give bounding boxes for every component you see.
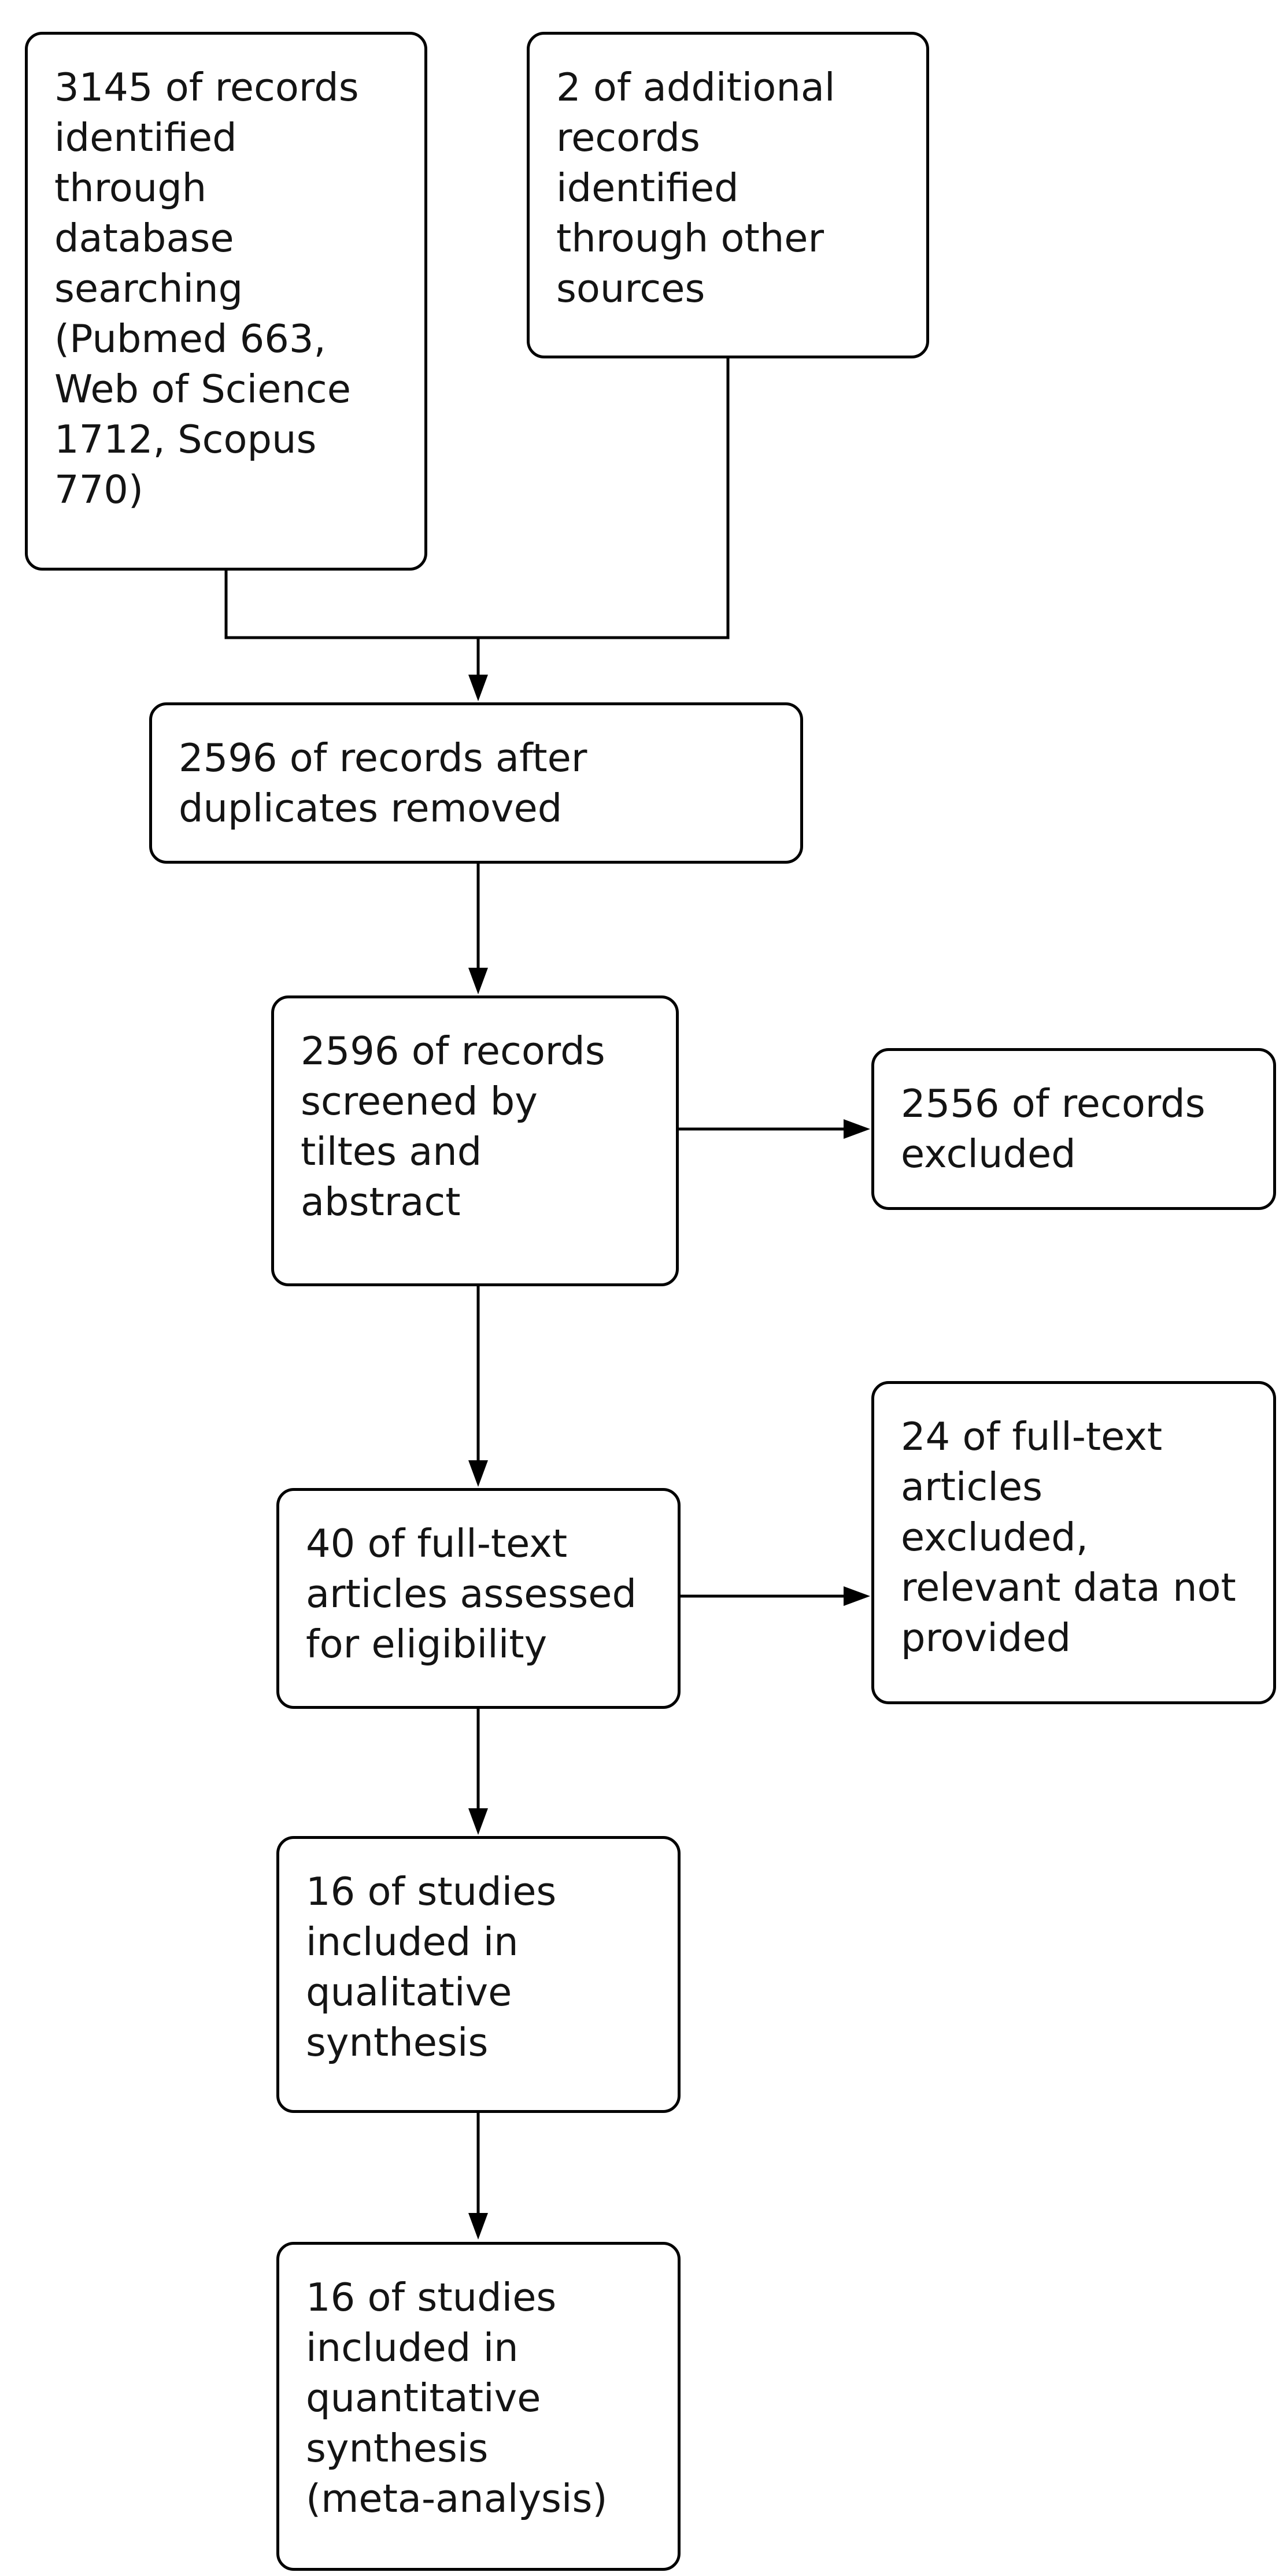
box-records-excluded: 2556 of records excluded: [871, 1048, 1276, 1210]
box-quantitative-synthesis: 16 of studies included in quantitative s…: [276, 2242, 681, 2571]
arrowhead-quantitative: [468, 2213, 488, 2240]
box-records-additional-sources: 2 of additional records identified throu…: [527, 32, 929, 358]
box-records-excluded-label: 2556 of records excluded: [901, 1081, 1206, 1176]
box-records-identified-database: 3145 of records identified through datab…: [25, 32, 427, 571]
box-records-identified-database-label: 3145 of records identified through datab…: [54, 65, 359, 512]
box-records-screened: 2596 of records screened by tiltes and a…: [271, 995, 679, 1286]
arrowhead-fulltext-excluded: [844, 1586, 870, 1606]
arrowhead-duplicates: [468, 675, 488, 701]
box-records-screened-label: 2596 of records screened by tiltes and a…: [301, 1028, 605, 1224]
box-qualitative-synthesis: 16 of studies included in qualitative sy…: [276, 1836, 681, 2113]
box-qualitative-synthesis-label: 16 of studies included in qualitative sy…: [306, 1869, 557, 2065]
box-fulltext-excluded-label: 24 of full-text articles excluded, relev…: [901, 1414, 1236, 1660]
arrowhead-records-excluded: [844, 1119, 870, 1139]
box-quantitative-synthesis-label: 16 of studies included in quantitative s…: [306, 2275, 608, 2521]
box-fulltext-assessed-label: 40 of full-text articles assessed for el…: [306, 1521, 637, 1667]
box-records-additional-sources-label: 2 of additional records identified throu…: [556, 65, 835, 311]
box-fulltext-assessed: 40 of full-text articles assessed for el…: [276, 1488, 681, 1709]
arrowhead-qualitative: [468, 1808, 488, 1835]
box-records-after-duplicates-label: 2596 of records after duplicates removed: [179, 735, 587, 831]
arrowhead-screened: [468, 968, 488, 994]
box-records-after-duplicates: 2596 of records after duplicates removed: [149, 702, 803, 864]
arrowhead-fulltext-assessed: [468, 1460, 488, 1487]
box-fulltext-excluded: 24 of full-text articles excluded, relev…: [871, 1381, 1276, 1704]
